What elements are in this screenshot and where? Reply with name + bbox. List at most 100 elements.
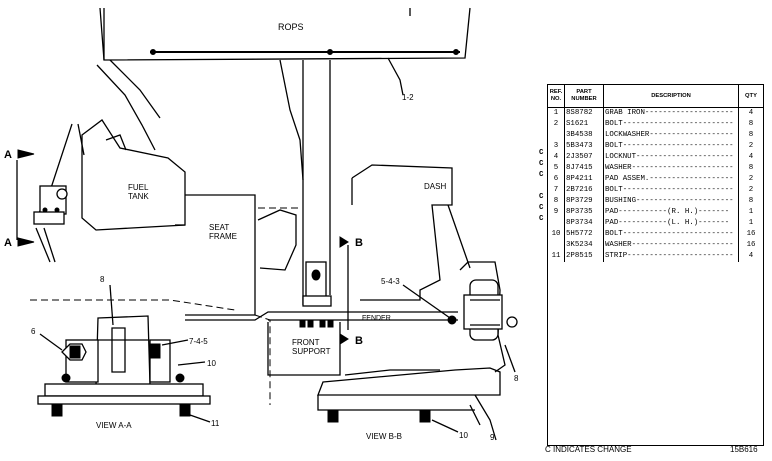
cell-desc: BOLT------------------------- xyxy=(603,141,739,152)
cell-desc: STRIP------------------------ xyxy=(603,251,739,262)
callout-1-2: 1-2 xyxy=(402,93,414,102)
change-indicator: C xyxy=(539,149,544,157)
cell-qty: 4 xyxy=(748,109,754,117)
cell-desc: BUSHING---------------------- xyxy=(603,196,739,207)
cell-ref: 2 xyxy=(548,119,565,130)
change-indicator: C xyxy=(539,215,544,223)
cell-part: 2P8515 xyxy=(564,251,604,262)
dash-label: DASH xyxy=(424,182,446,191)
cell-part: S1621 xyxy=(564,119,604,130)
rops-canopy xyxy=(99,7,471,61)
cell-part: 3K5234 xyxy=(564,240,604,251)
cell-qty: 4 xyxy=(748,153,754,161)
cell-part: 8P3734 xyxy=(564,218,604,229)
table-header-row: REF. NO. PART NUMBER DESCRIPTION QTY xyxy=(548,85,763,108)
cell-ref xyxy=(548,130,565,141)
cell-qty: 2 xyxy=(748,142,754,150)
drawing-number: 15B616 xyxy=(730,445,758,454)
view-a-a xyxy=(30,299,236,417)
cell-qty: 8 xyxy=(748,164,754,172)
cell-desc: BOLT------------------------- xyxy=(603,185,739,196)
rops-label: ROPS xyxy=(278,22,304,32)
section-a-bottom: A xyxy=(4,237,12,249)
rops-mount-block xyxy=(302,261,332,307)
cell-qty: 2 xyxy=(748,186,754,194)
header-part-number: PART NUMBER xyxy=(564,85,604,108)
cell-part: 5B3473 xyxy=(564,141,604,152)
cell-ref: 8 xyxy=(548,196,565,207)
cell-part: 8J7415 xyxy=(564,163,604,174)
cell-desc: BOLT------------------------- xyxy=(603,229,739,240)
rops-posts xyxy=(96,59,331,305)
cell-part: 5H5772 xyxy=(564,229,604,240)
view-b-b xyxy=(317,261,518,441)
seat-frame xyxy=(175,194,300,405)
section-b-top: B xyxy=(355,237,363,249)
cell-part: 8P3735 xyxy=(564,207,604,218)
cell-ref: 10 xyxy=(548,229,565,240)
section-b-marker xyxy=(339,236,349,345)
fuel-tank xyxy=(33,119,186,263)
cell-ref: 9 xyxy=(548,207,565,218)
cell-desc: LOCKNUT---------------------- xyxy=(603,152,739,163)
callout-5-4-3: 5-4-3 xyxy=(381,277,400,286)
section-a-marker xyxy=(16,149,35,247)
header-qty: QTY xyxy=(738,85,763,108)
cell-desc: WASHER----------------------- xyxy=(603,163,739,174)
cell-desc: LOCKWASHER------------------- xyxy=(603,130,739,141)
cell-part: 8P4211 xyxy=(564,174,604,185)
cell-qty: 8 xyxy=(748,197,754,205)
view-aa-label: VIEW A-A xyxy=(96,421,132,430)
cell-desc: PAD-----------(R. H.)------- xyxy=(603,207,739,218)
section-a-top: A xyxy=(4,149,12,161)
dash-panel xyxy=(351,164,471,301)
cell-qty: 8 xyxy=(748,120,754,128)
cell-ref: 6 xyxy=(548,174,565,185)
header-description: DESCRIPTION xyxy=(603,85,739,108)
cell-desc: BOLT------------------------- xyxy=(603,119,739,130)
callout-8a: 8 xyxy=(100,275,105,284)
cell-qty: 16 xyxy=(746,230,756,238)
cell-part: 8P3729 xyxy=(564,196,604,207)
header-ref: REF. NO. xyxy=(548,85,565,108)
callout-10b: 10 xyxy=(459,431,468,440)
cell-desc: PAD ASSEM.------------------- xyxy=(603,174,739,185)
cell-part: 2B7216 xyxy=(564,185,604,196)
cell-qty: 16 xyxy=(746,241,756,249)
callout-6: 6 xyxy=(31,327,36,336)
change-indicator: C xyxy=(539,160,544,168)
front-support xyxy=(267,322,341,376)
cell-desc: WASHER----------------------- xyxy=(603,240,739,251)
cell-part: 2J3507 xyxy=(564,152,604,163)
cell-ref: 3 xyxy=(548,141,565,152)
cell-qty: 4 xyxy=(748,252,754,260)
callout-8b: 8 xyxy=(514,374,519,383)
callout-9: 9 xyxy=(490,433,495,442)
section-b-bottom: B xyxy=(355,335,363,347)
callout-11: 11 xyxy=(211,419,220,428)
fender xyxy=(185,311,458,328)
cell-desc: PAD-----------(L. H.)------- xyxy=(603,218,739,229)
view-bb-label: VIEW B-B xyxy=(366,432,402,441)
cell-ref: 5 xyxy=(548,163,565,174)
cell-qty: 1 xyxy=(748,219,754,227)
cell-qty: 8 xyxy=(748,131,754,139)
change-note: C INDICATES CHANGE xyxy=(545,445,632,454)
cell-qty: 2 xyxy=(748,175,754,183)
cell-desc: GRAB IRON-------------------- xyxy=(603,107,739,119)
